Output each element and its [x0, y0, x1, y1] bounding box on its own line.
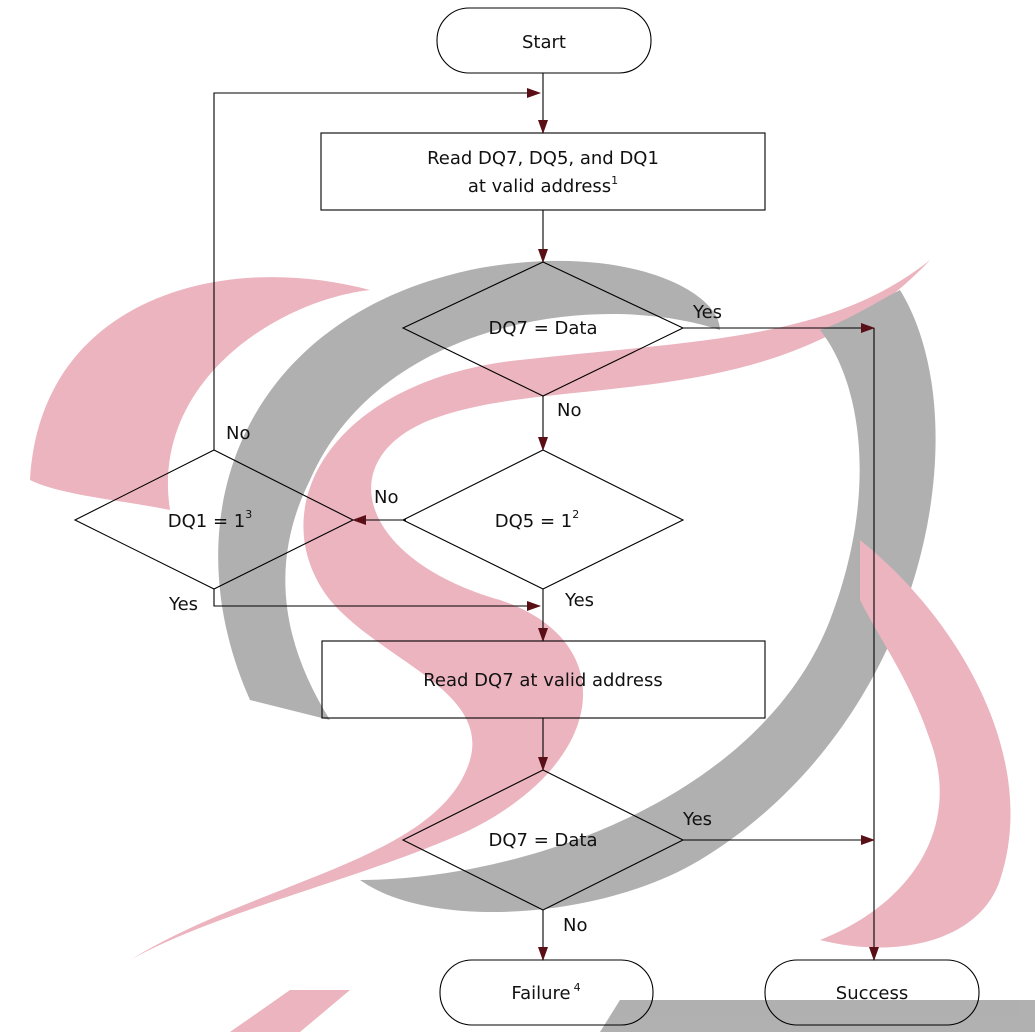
- read-dq-label-line2: at valid address1: [468, 174, 618, 197]
- footnote-1-sup: 1: [611, 174, 618, 187]
- dq7-data-decision-1-label: DQ7 = Data: [489, 318, 598, 339]
- success-label: Success: [836, 983, 908, 1004]
- flow-edges: [213, 73, 879, 961]
- edge-dq1-no-loop-back: [213, 88, 541, 450]
- dq1-decision-label: DQ1 = 13: [168, 508, 252, 532]
- watermark-red-letter-bottom: [230, 990, 350, 1032]
- watermark-red-swoosh-lower: [820, 540, 1011, 948]
- read-dq-process-box: [320, 132, 766, 211]
- dq7-1-yes-label: Yes: [692, 302, 722, 323]
- dq7-data-decision-1: [401, 261, 685, 397]
- dq5-decision: [401, 449, 685, 590]
- watermark-gray-arc-left: [218, 260, 721, 720]
- dq7-2-no-label: No: [563, 915, 587, 936]
- dq7-2-yes-label: Yes: [682, 809, 712, 830]
- start-terminal: [436, 7, 652, 74]
- dq7-1-no-label: No: [557, 400, 581, 421]
- watermark-red-swoosh-upper: [30, 277, 370, 510]
- dq5-decision-label: DQ5 = 12: [495, 508, 579, 532]
- watermark-gray-letters-bottom: [600, 1000, 1035, 1032]
- footnote-4-sup: 4: [574, 981, 581, 994]
- read-dq7-process-box: [321, 640, 766, 719]
- flow-nodes: Start Read DQ7, DQ5, and DQ1 at valid ad…: [73, 7, 980, 1026]
- edge-labels: Yes No No Yes No Yes Yes No: [168, 302, 722, 936]
- watermark-gray-arc-right: [360, 290, 936, 913]
- read-dq7-label: Read DQ7 at valid address: [423, 670, 663, 691]
- dq7-data-decision-2: [401, 769, 685, 911]
- dq1-decision: [73, 449, 355, 590]
- failure-terminal: [439, 959, 654, 1026]
- read-dq-label-line1: Read DQ7, DQ5, and DQ1: [427, 148, 659, 169]
- dq1-yes-label: Yes: [168, 594, 198, 615]
- footnote-3-sup: 3: [245, 508, 252, 521]
- dq7-data-decision-2-label: DQ7 = Data: [489, 830, 598, 851]
- dq5-no-label: No: [374, 487, 398, 508]
- dq1-no-label: No: [226, 423, 250, 444]
- start-label: Start: [522, 32, 566, 53]
- dq5-yes-label: Yes: [564, 590, 594, 611]
- footnote-2-sup: 2: [572, 508, 579, 521]
- success-terminal: [764, 959, 980, 1026]
- watermark-logo: [30, 260, 1035, 1032]
- edge-dq1-yes-to-read2: [213, 589, 541, 611]
